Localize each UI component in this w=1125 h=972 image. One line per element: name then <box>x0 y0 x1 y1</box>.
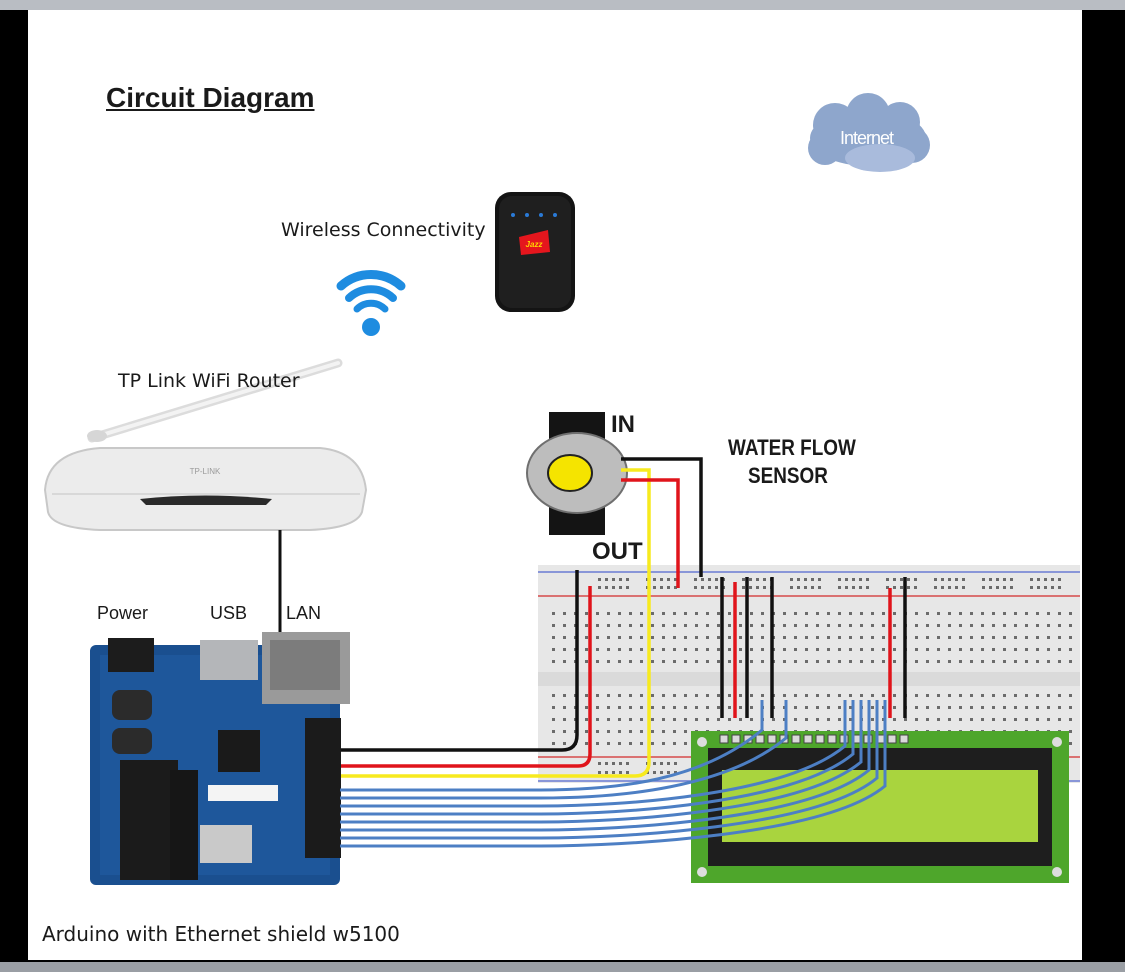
power-label: Power <box>97 603 149 623</box>
internet-label: Internet <box>840 128 894 148</box>
page-title: Circuit Diagram <box>106 82 315 113</box>
arduino-label: Arduino with Ethernet shield w5100 <box>42 922 400 946</box>
sensor-out-label: OUT <box>592 538 643 565</box>
router-brand: TP-LINK <box>190 467 221 476</box>
router-label: TP Link WiFi Router <box>118 370 300 392</box>
breadboard-holes <box>552 578 1072 774</box>
wireless-label: Wireless Connectivity <box>281 219 486 241</box>
lcd-display-icon <box>691 731 1069 883</box>
lcd-data-wires <box>340 700 887 848</box>
sensor-in-label: IN <box>611 411 635 438</box>
lan-label: LAN <box>286 603 322 623</box>
router-icon: TP-LINK <box>43 358 368 531</box>
water-flow-sensor-icon <box>526 412 628 535</box>
modem-brand: Jazz <box>526 240 543 249</box>
breadboard-jumpers <box>720 577 907 718</box>
bottom-border <box>0 962 1125 972</box>
arduino-ethernet-shield-icon <box>90 632 350 885</box>
internet-cloud-icon <box>808 93 930 172</box>
wifi-icon <box>336 270 406 336</box>
jazz-modem-icon: Jazz <box>495 192 575 312</box>
top-border <box>0 0 1125 10</box>
sensor-name-line2: SENSOR <box>748 463 828 488</box>
sensor-name-line1: WATER FLOW <box>728 435 856 460</box>
usb-label: USB <box>210 603 248 623</box>
